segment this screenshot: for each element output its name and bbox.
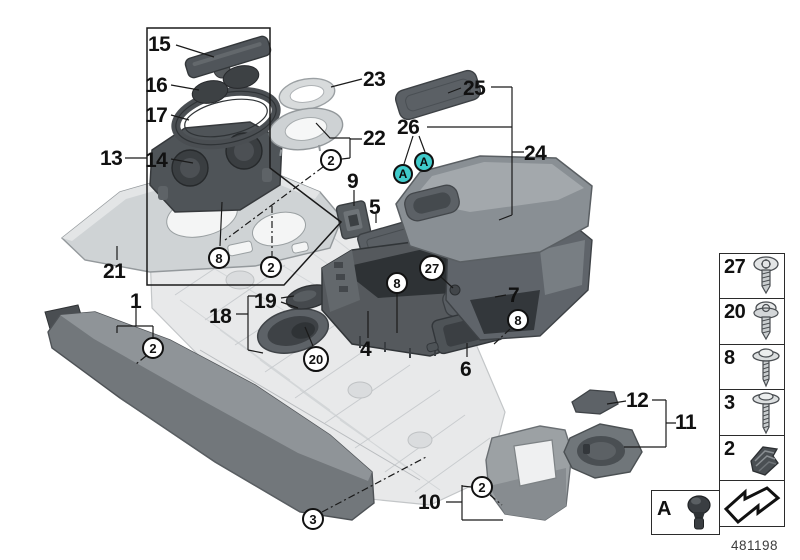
callout-25: 25 [463, 77, 486, 100]
fastener-callout-8: 8 [208, 247, 230, 269]
legend-row-2: 2 [719, 434, 785, 482]
part-rear-cupholder [563, 389, 643, 479]
callout-18: 18 [209, 305, 232, 328]
legend-label: 8 [724, 346, 735, 369]
callout-26: 26 [397, 116, 420, 139]
part-armrest [395, 155, 593, 341]
washer-screw-long-icon [752, 392, 780, 435]
legend-label: 2 [724, 437, 735, 460]
legend-row-27: 27 [719, 253, 785, 300]
legend-buffer-cell: A [651, 490, 720, 535]
legend-label: 20 [724, 301, 746, 324]
group-box-13 [146, 27, 343, 286]
flange-screw-icon [753, 301, 779, 341]
callout-16: 16 [145, 74, 168, 97]
part-side-trim-left [44, 304, 375, 521]
fastener-callout-2: 2 [471, 476, 493, 498]
callout-13: 13 [100, 147, 123, 170]
callout-10: 10 [418, 491, 441, 514]
callout-11: 11 [675, 411, 697, 434]
fastener-callout-2: 2 [260, 256, 282, 278]
buffer-badge-a: A [414, 152, 434, 172]
part-ring-23 [278, 77, 336, 111]
part-cupholder-unit [149, 121, 283, 213]
fastener-callout-27: 27 [419, 255, 445, 281]
callout-9: 9 [347, 170, 359, 193]
callout-14: 14 [145, 149, 168, 172]
callout-19: 19 [254, 290, 277, 313]
callout-23: 23 [363, 68, 386, 91]
callout-1: 1 [130, 290, 142, 313]
part-cupholder-housing [256, 284, 333, 354]
callout-17: 17 [145, 104, 168, 127]
spring-clip-icon [750, 445, 779, 476]
fastener-legend: 27 20 8 [719, 253, 785, 528]
callout-12: 12 [626, 389, 649, 412]
part-mat-25 [394, 69, 482, 121]
part-trim-strip [184, 35, 272, 79]
callout-5: 5 [369, 196, 381, 219]
legend-label: 3 [724, 392, 735, 415]
fastener-callout-2: 2 [320, 149, 342, 171]
callout-6: 6 [460, 358, 472, 381]
fastener-callout-8: 8 [507, 309, 529, 331]
legend-row-8: 8 [719, 343, 785, 391]
washer-screw-icon [752, 348, 780, 388]
legend-row-arrow [719, 480, 785, 528]
part-rear-trim [485, 425, 573, 521]
legend-label: 27 [724, 256, 746, 278]
continuation-arrow-icon [723, 486, 781, 525]
torx-pan-screw-icon [753, 256, 779, 295]
fastener-callout-2: 2 [142, 337, 164, 359]
fastener-callout-20: 20 [303, 346, 329, 372]
callout-21: 21 [103, 260, 126, 283]
legend-row-20: 20 [719, 298, 785, 346]
callout-15: 15 [148, 33, 171, 56]
rubber-buffer-icon [687, 495, 711, 530]
part-rubber-insert [285, 284, 333, 310]
legend-row-3: 3 [719, 389, 785, 437]
leader-lines [116, 44, 676, 521]
callout-24: 24 [524, 142, 547, 165]
callout-7: 7 [508, 284, 520, 307]
fastener-callout-3: 3 [302, 508, 324, 530]
buffer-badge-a: A [393, 164, 413, 184]
fastener-callout-8: 8 [386, 272, 408, 294]
legend-buffer-label: A [657, 498, 672, 520]
callout-22: 22 [363, 127, 386, 150]
callout-4: 4 [360, 338, 372, 361]
diagram-number: 481198 [731, 538, 779, 553]
